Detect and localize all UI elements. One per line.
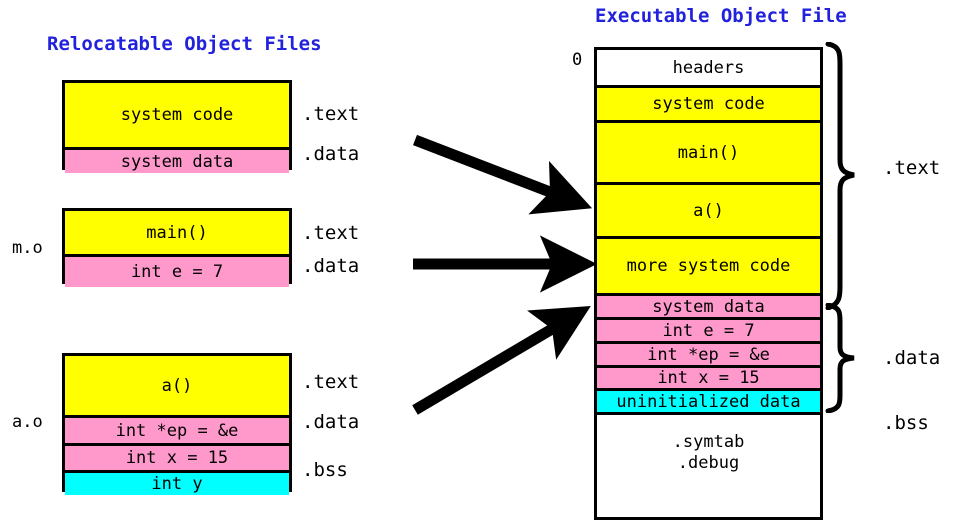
exec-segment-system-data: system data xyxy=(597,293,820,317)
segment-int-x: int x = 15 xyxy=(65,443,289,470)
exec-symtab-label: .symtab xyxy=(672,431,745,452)
exec-segment-headers: headers xyxy=(597,50,820,85)
file-label-m-o: m.o xyxy=(12,238,43,258)
section-label-data-m-o: .data xyxy=(302,255,360,277)
exec-segment-more-system-code: more system code xyxy=(597,236,820,293)
exec-segment-a-func: a() xyxy=(597,182,820,236)
segment-system-data: system data xyxy=(65,147,289,173)
arrow-from-a-o xyxy=(412,306,591,415)
brace-label-data: .data xyxy=(883,347,941,369)
segment-a-func: a() xyxy=(65,356,289,415)
segment-int-e: int e = 7 xyxy=(65,254,289,287)
section-label-text-m-o: .text xyxy=(302,222,360,244)
relocatable-file-a-o: a() int *ep = &e int x = 15 int y xyxy=(62,353,292,495)
exec-segment-uninitialized-data: uninitialized data xyxy=(597,388,820,412)
relocatable-object-files-title: Relocatable Object Files xyxy=(47,33,322,55)
file-label-a-o: a.o xyxy=(12,412,43,432)
brace-text-section xyxy=(825,42,855,310)
section-label-data-a-o: .data xyxy=(302,411,360,433)
label-bss-section: .bss xyxy=(883,412,929,434)
relocatable-file-system: system code system data xyxy=(62,80,292,173)
origin-address-label: 0 xyxy=(572,50,583,70)
executable-object-file-box: headers system code main() a() more syst… xyxy=(594,47,823,520)
exec-debug-label: .debug xyxy=(677,453,740,473)
section-label-bss-a-o: .bss xyxy=(302,459,348,481)
exec-segment-main: main() xyxy=(597,120,820,182)
brace-data-section xyxy=(825,303,855,413)
exec-segment-int-x: int x = 15 xyxy=(597,365,820,388)
brace-label-text: .text xyxy=(883,157,941,179)
segment-int-y: int y xyxy=(65,470,289,495)
exec-segment-symtab-debug: .symtab .debug xyxy=(597,412,820,491)
section-label-text-system: .text xyxy=(302,103,360,125)
exec-segment-system-code: system code xyxy=(597,85,820,120)
segment-int-ep: int *ep = &e xyxy=(65,415,289,443)
relocatable-file-m-o: main() int e = 7 xyxy=(62,208,292,287)
section-label-data-system: .data xyxy=(302,143,360,165)
exec-segment-int-e: int e = 7 xyxy=(597,317,820,341)
section-label-text-a-o: .text xyxy=(302,371,360,393)
arrow-from-system-object xyxy=(413,134,593,215)
executable-object-file-title: Executable Object File xyxy=(595,5,847,27)
segment-main: main() xyxy=(65,211,289,254)
segment-system-code: system code xyxy=(65,83,289,147)
exec-segment-int-ep: int *ep = &e xyxy=(597,341,820,365)
